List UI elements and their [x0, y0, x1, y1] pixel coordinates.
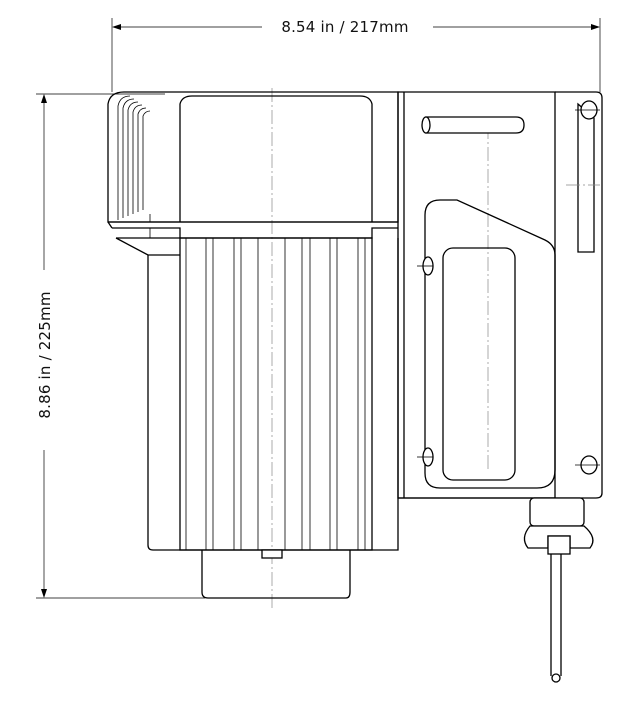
bracket-plate	[397, 91, 556, 499]
bracket-window-outer	[424, 199, 556, 489]
motor-flange	[112, 227, 398, 239]
cable-end	[551, 673, 561, 683]
height-arrow-bottom	[41, 589, 47, 598]
motor-shaft-stub	[261, 549, 283, 559]
width-dimension: 8.54 in / 217mm	[111, 18, 601, 92]
cable-gland	[523, 497, 594, 683]
fan-shroud	[179, 95, 373, 222]
width-arrow-left	[112, 24, 121, 30]
height-dimension: 8.86 in / 225mm	[36, 93, 205, 599]
bracket-top-slot	[425, 116, 525, 134]
motor-base	[201, 550, 351, 599]
height-arrow-top	[41, 94, 47, 103]
gland-body	[529, 497, 585, 527]
motor-stator	[179, 237, 373, 551]
bracket-window-inner	[442, 247, 516, 481]
motor-top-cap	[107, 91, 399, 223]
motor	[107, 91, 399, 599]
side-rail	[555, 91, 603, 499]
gland-neck	[547, 535, 571, 555]
width-dimension-label: 8.54 in / 217mm	[281, 18, 408, 36]
rail-body	[555, 91, 603, 499]
width-arrow-right	[591, 24, 600, 30]
mounting-bracket	[397, 91, 556, 499]
height-dimension-label: 8.86 in / 225mm	[36, 291, 54, 418]
motor-housing	[147, 238, 399, 551]
rail-slot	[577, 102, 595, 253]
